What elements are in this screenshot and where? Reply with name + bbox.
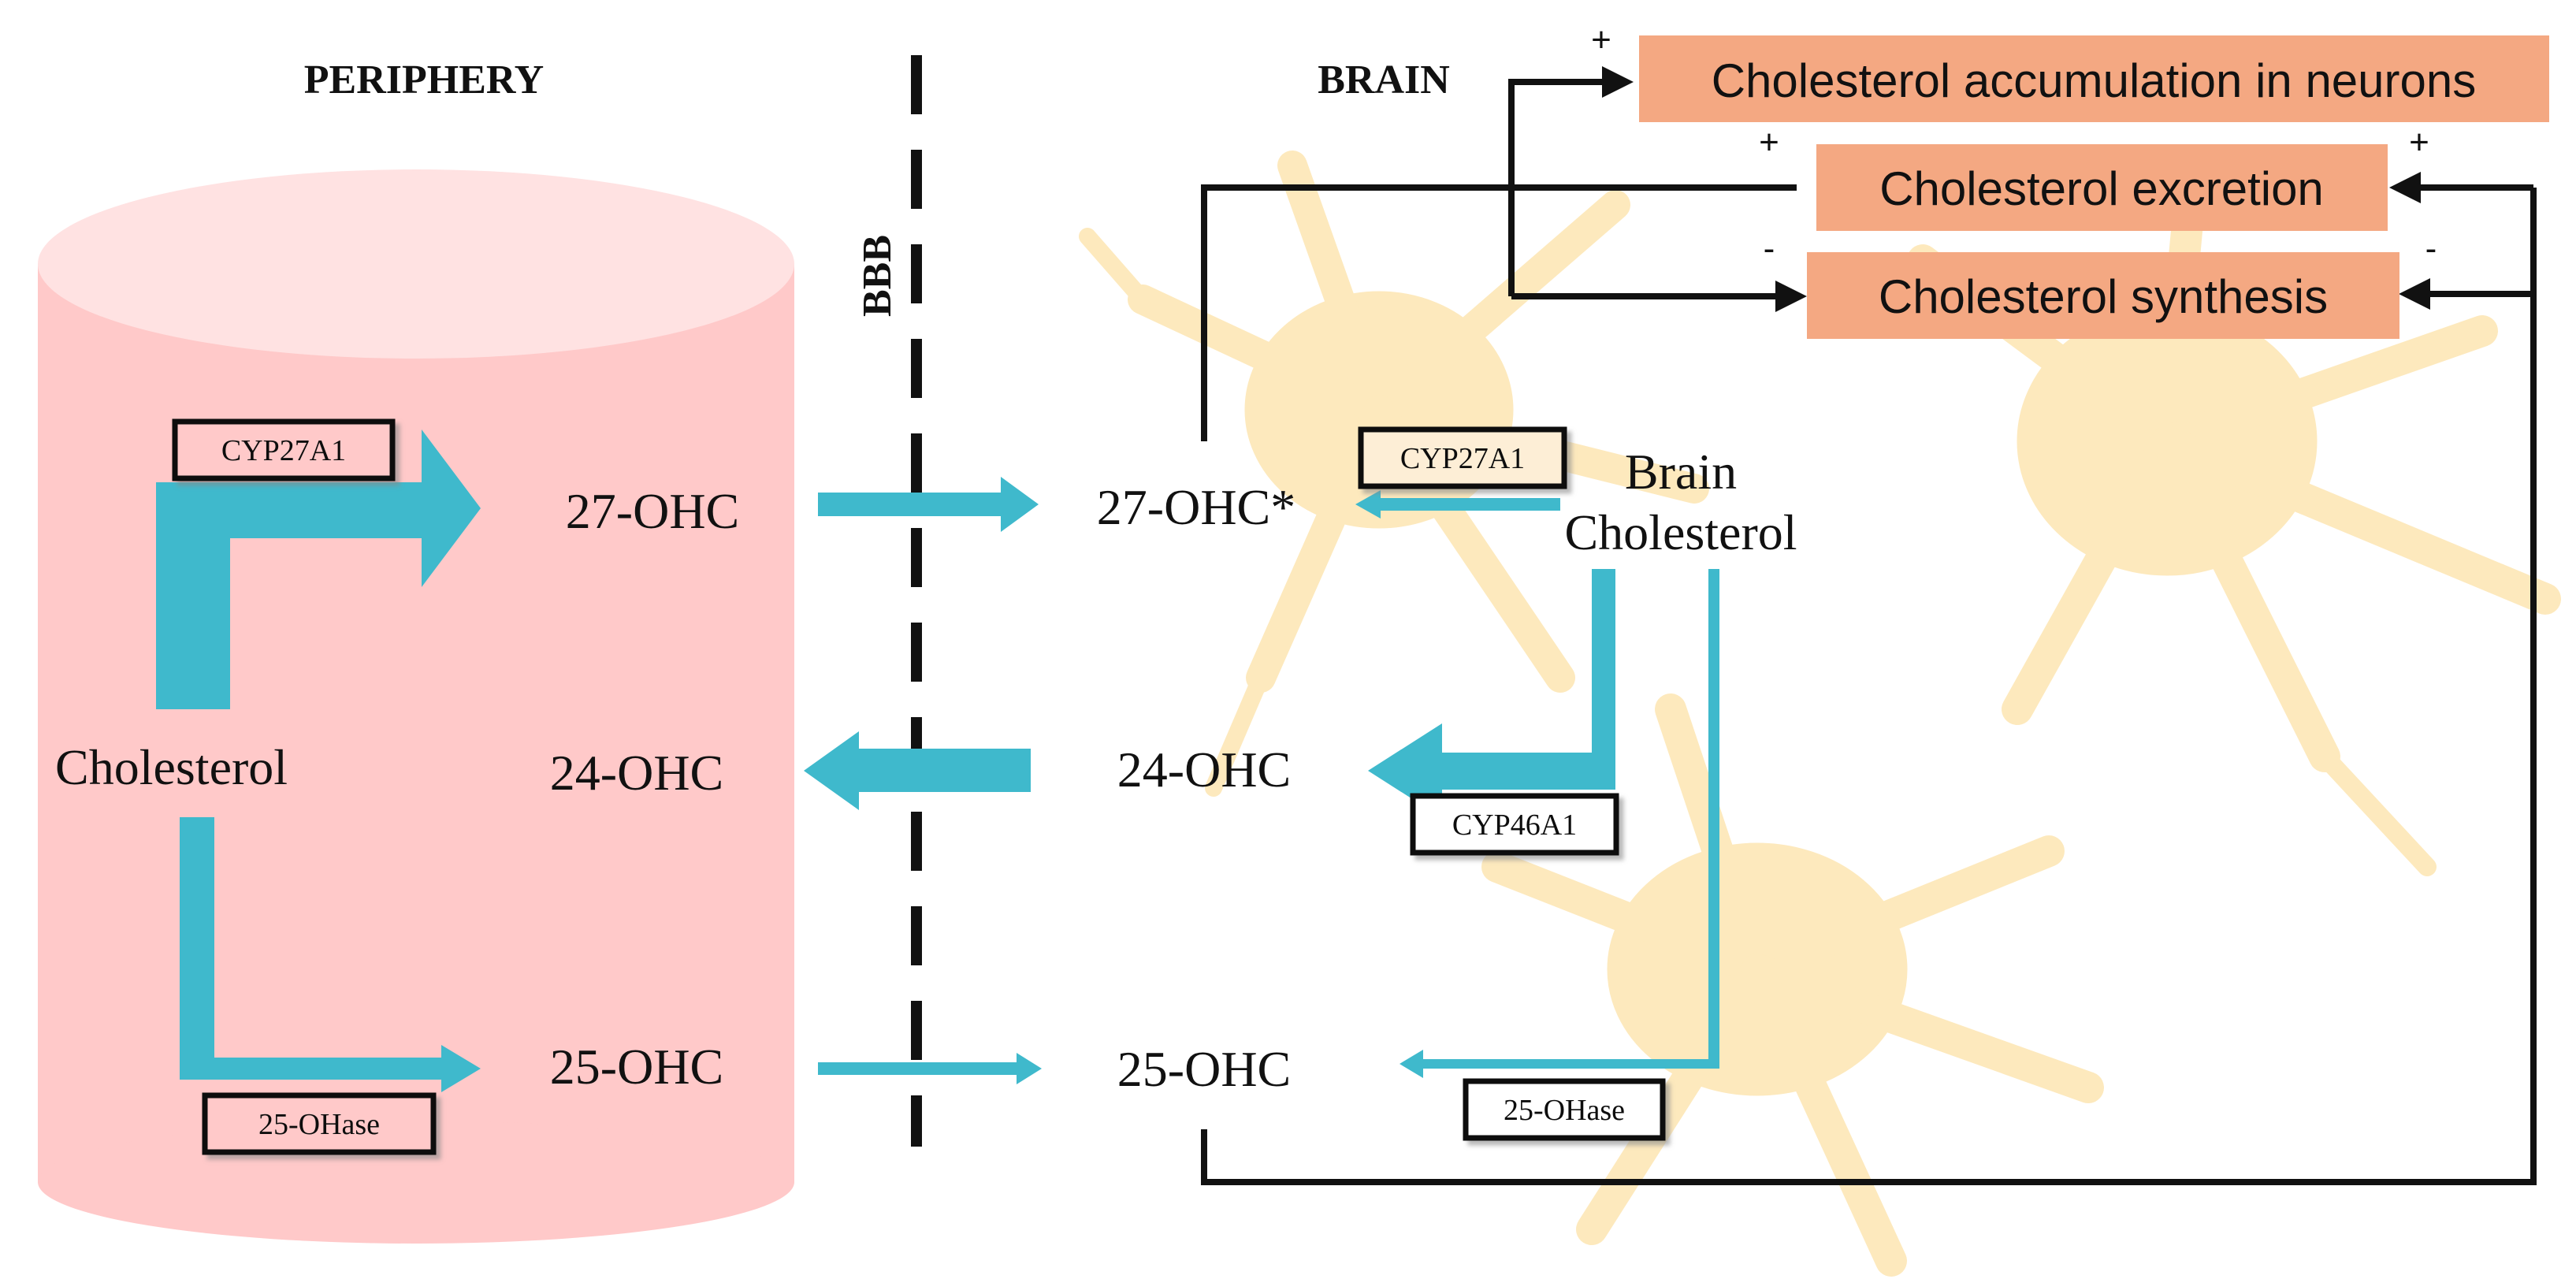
outcome-accumulation: Cholesterol accumulation in neurons (1639, 35, 2549, 122)
cross-barrier-arrows (804, 477, 1042, 1084)
svg-text:CYP27A1: CYP27A1 (1400, 442, 1525, 475)
brain-cyp27a1-box: CYP27A1 (1358, 426, 1567, 489)
periphery-25ohase-box: 25-OHase (202, 1092, 437, 1155)
brain-cholesterol-to-27ohc-arrow (1355, 490, 1560, 519)
brain-cholesterol-label-line1: Brain (1625, 444, 1737, 500)
25ohc-influx-arrow (818, 1053, 1042, 1084)
brain-cholesterol-label-line2: Cholesterol (1564, 504, 1797, 560)
periphery-24ohc-label: 24-OHC (550, 745, 723, 801)
bbb-label: BBB (855, 235, 900, 317)
synthesis-minus-left-sign: - (1764, 229, 1775, 268)
27ohc-influx-arrow (818, 477, 1039, 532)
neuron-background (1079, 151, 2561, 1277)
periphery-cyp27a1-box: CYP27A1 (172, 418, 396, 481)
brain-cyp46a1-box: CYP46A1 (1410, 793, 1619, 856)
brain-25ohc-label: 25-OHC (1117, 1041, 1291, 1097)
25ohc-feedback-line (1201, 188, 2537, 1185)
brain-arrows (1355, 490, 1719, 1078)
accumulation-plus-sign: + (1591, 20, 1611, 59)
excretion-plus-left-sign: + (1759, 123, 1779, 162)
svg-text:Cholesterol synthesis: Cholesterol synthesis (1879, 270, 2328, 323)
brain-27ohc-label: 27-OHC* (1097, 479, 1295, 535)
cholesterol-to-27ohc-arrow (156, 429, 481, 709)
svg-text:CYP27A1: CYP27A1 (221, 434, 346, 467)
synthesis-minus-right-sign: - (2425, 229, 2437, 268)
periphery-header: PERIPHERY (304, 58, 544, 102)
outcome-synthesis: Cholesterol synthesis (1807, 252, 2399, 339)
27ohc-feedback-line (1201, 184, 1797, 441)
svg-text:Cholesterol accumulation in ne: Cholesterol accumulation in neurons (1712, 54, 2477, 107)
svg-text:25-OHase: 25-OHase (258, 1108, 380, 1141)
excretion-plus-right-sign: + (2409, 123, 2429, 162)
brain-cholesterol-to-24ohc-arrow (1368, 569, 1615, 818)
periphery-27ohc-label: 27-OHC (566, 483, 739, 539)
brain-24ohc-label: 24-OHC (1117, 742, 1291, 798)
27ohc-to-accumulation-arrow (1508, 66, 1634, 296)
svg-text:Cholesterol excretion: Cholesterol excretion (1879, 162, 2324, 215)
outcome-excretion: Cholesterol excretion (1816, 144, 2388, 231)
periphery-25ohc-label: 25-OHC (550, 1039, 723, 1095)
brain-25ohase-box: 25-OHase (1463, 1078, 1666, 1141)
brain-header: BRAIN (1318, 58, 1450, 102)
feedback-lines (1201, 66, 2537, 1185)
cholesterol-to-25ohc-arrow (180, 817, 481, 1092)
svg-text:CYP46A1: CYP46A1 (1452, 809, 1577, 842)
periphery-cholesterol-label: Cholesterol (55, 739, 288, 795)
neuron-shape-3 (1481, 693, 2104, 1277)
periphery-arrows (156, 429, 481, 1092)
neuron-shape-1 (1079, 151, 1709, 797)
svg-text:25-OHase: 25-OHase (1504, 1094, 1625, 1127)
24ohc-efflux-arrow (804, 731, 1031, 810)
